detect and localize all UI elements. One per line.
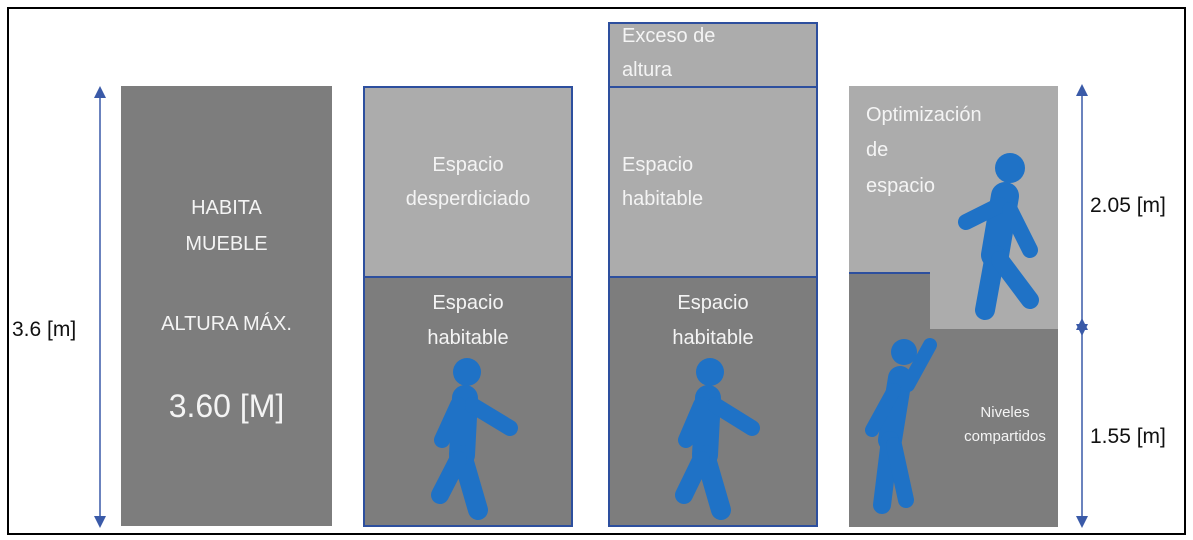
- walking-person-icon: [958, 153, 1039, 320]
- column4-top-line3: espacio: [866, 175, 935, 197]
- walking-person-icon: [431, 358, 518, 520]
- climbing-person-icon: [865, 338, 937, 514]
- column4-top-line2: de: [866, 139, 889, 161]
- left-height-label: 3.6 [m]: [12, 318, 77, 341]
- right-lower-height-label: 1.55 [m]: [1090, 425, 1166, 448]
- right-upper-height-label: 2.05 [m]: [1090, 194, 1166, 217]
- column3-bottom-line2: habitable: [672, 327, 754, 349]
- column3-excess-line2: altura: [622, 59, 673, 81]
- column2-top-line1: Espacio: [432, 154, 504, 176]
- column3-upper-habitable: [608, 86, 818, 278]
- column3-excess-height: [608, 22, 818, 88]
- column4-top-line1: Optimización: [866, 104, 982, 126]
- column1-title-line1: HABITA: [191, 197, 262, 219]
- column2-bottom-line1: Espacio: [432, 292, 504, 314]
- column4-shared-line1: Niveles: [980, 404, 1030, 421]
- column1-max-value: 3.60 [M]: [168, 388, 285, 424]
- column2-top-line2: desperdiciado: [405, 188, 531, 210]
- column4-shared-line2: compartidos: [964, 428, 1046, 445]
- column-max-height: [121, 86, 332, 526]
- column3-mid-line1: Espacio: [622, 154, 694, 176]
- column4-shared-level-upper: [849, 273, 930, 333]
- column3-bottom-line1: Espacio: [677, 292, 749, 314]
- column1-max-label: ALTURA MÁX.: [161, 313, 292, 335]
- column3-excess-line1: Exceso de: [622, 25, 716, 47]
- column2-bottom-line2: habitable: [427, 327, 509, 349]
- column1-title-line2: MUEBLE: [185, 233, 268, 255]
- column4-step-edge: [849, 272, 930, 274]
- column2-wasted-space: [363, 86, 573, 278]
- walking-person-icon: [675, 358, 760, 520]
- column3-mid-line2: habitable: [622, 188, 704, 210]
- diagram-frame: [7, 7, 1186, 535]
